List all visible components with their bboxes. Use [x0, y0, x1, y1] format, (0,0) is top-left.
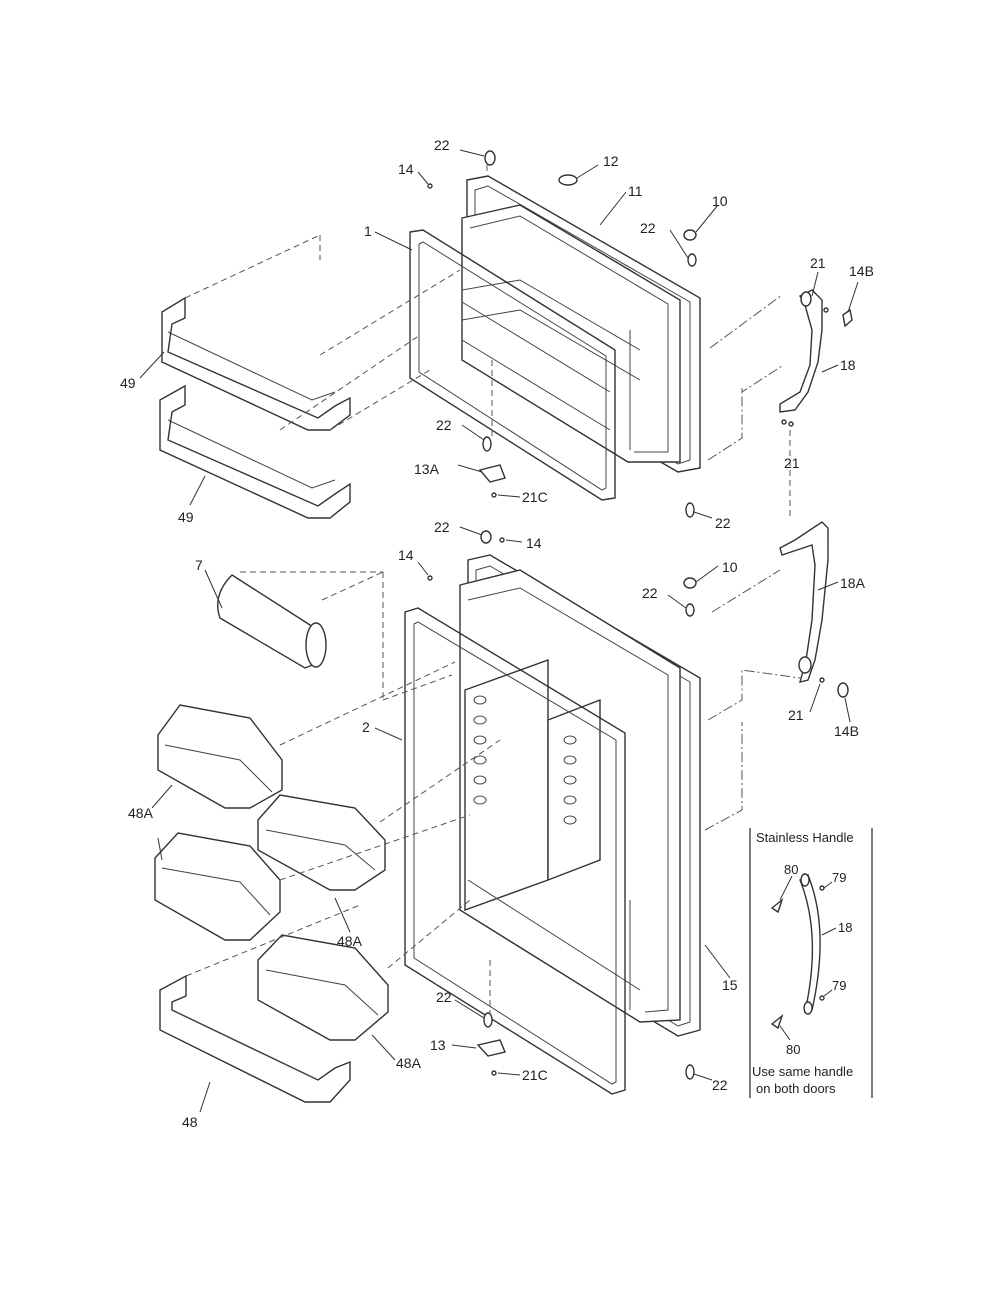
callout-14: 14 [398, 161, 414, 177]
handle-18 [779, 289, 823, 413]
callout-18A: 18A [840, 575, 866, 591]
bin-48A-4 [257, 934, 389, 1041]
callout-7: 7 [195, 557, 203, 573]
callout-21: 21 [784, 455, 800, 471]
freezer-bins [159, 234, 461, 519]
stainless-handle-18 [799, 873, 821, 1013]
bin-48A-2 [257, 794, 386, 891]
callout-15: 15 [722, 977, 738, 993]
callout-48A: 48A [396, 1055, 422, 1071]
bin-48A-3 [154, 832, 281, 941]
callout-13A: 13A [414, 461, 440, 477]
stainless-handle-inset: Stainless Handle 80 79 18 79 80 Use same… [749, 828, 873, 1098]
bin-48 [159, 974, 351, 1103]
cap-10-low [683, 577, 697, 589]
callout-48A: 48A [128, 805, 154, 821]
callout-labels: 22 12 14 11 10 22 1 21 14B 18 49 49 22 1… [120, 137, 874, 1130]
inset-callout-18: 18 [838, 920, 852, 935]
callout-21: 21 [810, 255, 826, 271]
dairy-cover-7 [217, 571, 453, 701]
door-rail-left [464, 659, 549, 911]
cap-14B-low [837, 682, 849, 698]
callout-10: 10 [712, 193, 728, 209]
freezer-door-assembly [409, 175, 701, 501]
inset-title: Stainless Handle [756, 830, 854, 845]
callout-2: 2 [362, 719, 370, 735]
cap-14B-top [842, 308, 853, 328]
leader-lines [139, 149, 859, 1113]
callout-48: 48 [182, 1114, 198, 1130]
callout-14: 14 [398, 547, 414, 563]
inset-callout-80: 80 [784, 862, 798, 877]
callout-21C: 21C [522, 1067, 548, 1083]
callout-22: 22 [640, 220, 656, 236]
callout-14: 14 [526, 535, 542, 551]
screw-22-top [484, 150, 496, 166]
inset-callout-79: 79 [832, 870, 846, 885]
callout-22: 22 [642, 585, 658, 601]
callout-18: 18 [840, 357, 856, 373]
inset-callout-80: 80 [786, 1042, 800, 1057]
fresh-food-door-assembly [404, 554, 701, 1095]
callout-22: 22 [436, 989, 452, 1005]
freezer-inner-liner [461, 204, 681, 463]
callout-49: 49 [120, 375, 136, 391]
inset-note-line1: Use same handle [752, 1064, 853, 1079]
handle-18A [779, 521, 829, 683]
callout-13: 13 [430, 1037, 446, 1053]
freezer-gasket [409, 229, 616, 501]
callout-11: 11 [628, 183, 643, 199]
door-rail-right [547, 698, 601, 882]
callout-21C: 21C [522, 489, 548, 505]
callout-14B: 14B [834, 723, 859, 739]
callout-22: 22 [712, 1077, 728, 1093]
cap-10-top [683, 229, 697, 241]
callout-10: 10 [722, 559, 738, 575]
callout-21: 21 [788, 707, 804, 723]
callout-22: 22 [434, 137, 450, 153]
hardware [427, 150, 697, 1080]
inset-callout-79: 79 [832, 978, 846, 993]
callout-22: 22 [715, 515, 731, 531]
callout-12: 12 [603, 153, 619, 169]
hinge-13A [478, 464, 506, 483]
callout-48A: 48A [337, 933, 363, 949]
inset-note-line2: on both doors [756, 1081, 836, 1096]
freezer-handle [707, 289, 853, 520]
fresh-food-bins [154, 661, 501, 1103]
callout-49: 49 [178, 509, 194, 525]
fresh-food-gasket [404, 607, 626, 1095]
callout-14B: 14B [849, 263, 874, 279]
freezer-shelf-bin-upper [161, 296, 351, 431]
callout-22: 22 [434, 519, 450, 535]
freezer-shelf-bin-lower [159, 384, 351, 519]
fresh-food-handle [704, 521, 849, 831]
callout-1: 1 [364, 223, 372, 239]
callout-22: 22 [436, 417, 452, 433]
hinge-13 [476, 1039, 506, 1057]
plug-12 [558, 174, 578, 186]
